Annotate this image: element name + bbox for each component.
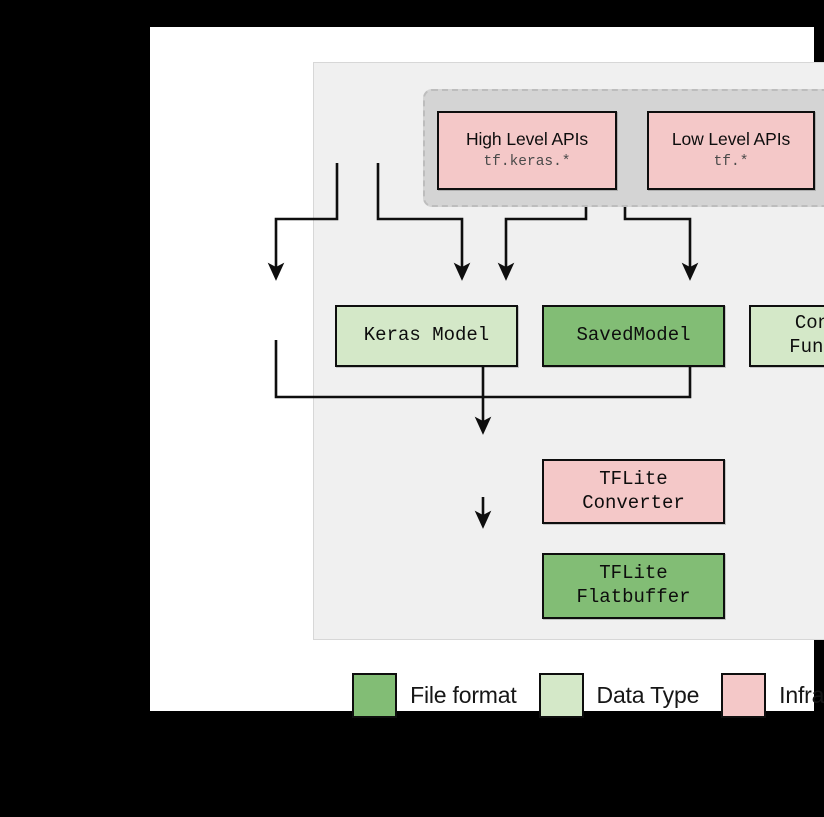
node-high-level-apis-subtitle: tf.keras.* — [483, 153, 571, 170]
legend: File format Data Type Infrastructure — [313, 663, 824, 727]
node-low-level-apis-subtitle: tf.* — [713, 153, 749, 170]
legend-swatch-infrastructure — [721, 672, 767, 718]
node-tflite-flatbuffer[interactable]: TFLite Flatbuffer — [542, 553, 725, 619]
legend-swatch-file-format — [352, 672, 398, 718]
node-tflite-flatbuffer-label: TFLite Flatbuffer — [576, 562, 691, 608]
node-tflite-converter[interactable]: TFLite Converter — [542, 459, 725, 524]
node-keras-model-label: Keras Model — [363, 324, 490, 347]
page-canvas: High Level APIs tf.keras.* Low Level API… — [150, 27, 824, 718]
node-savedmodel-label: SavedModel — [576, 324, 691, 347]
legend-label-infrastructure: Infrastructure — [779, 681, 824, 708]
node-low-level-apis-title: Low Level APIs — [671, 129, 791, 150]
node-concrete-functions-label: Concrete Functions — [789, 312, 824, 358]
node-keras-model[interactable]: Keras Model — [335, 305, 518, 367]
legend-item-data-type: Data Type — [538, 672, 700, 718]
legend-item-infrastructure: Infrastructure — [721, 672, 824, 718]
node-concrete-functions[interactable]: Concrete Functions — [749, 305, 824, 367]
legend-swatch-data-type — [538, 672, 584, 718]
legend-item-file-format: File format — [352, 672, 517, 718]
legend-label-file-format: File format — [410, 681, 517, 708]
node-high-level-apis-title: High Level APIs — [465, 129, 589, 150]
legend-label-data-type: Data Type — [596, 681, 700, 708]
node-savedmodel[interactable]: SavedModel — [542, 305, 725, 367]
node-low-level-apis[interactable]: Low Level APIs tf.* — [647, 111, 815, 190]
node-high-level-apis[interactable]: High Level APIs tf.keras.* — [437, 111, 617, 190]
node-tflite-converter-label: TFLite Converter — [582, 467, 685, 514]
